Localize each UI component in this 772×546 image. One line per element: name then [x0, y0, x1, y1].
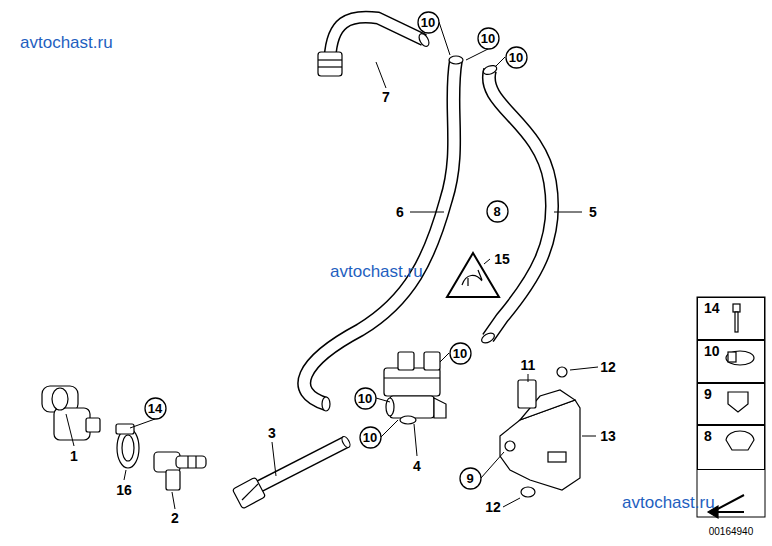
part-number: 6 — [396, 204, 404, 220]
legend-cell: 10 — [697, 340, 765, 383]
part-number: 7 — [382, 89, 390, 105]
diagram-code: 00164940 — [709, 526, 754, 537]
callout-number: 10 — [477, 31, 500, 46]
part-number: 4 — [413, 458, 421, 474]
callout-circle: 10 — [417, 11, 440, 34]
callout-number: 10 — [417, 15, 440, 30]
legend-cell: 8 — [697, 425, 765, 470]
callout-number: 9 — [459, 471, 482, 486]
part-number: 1 — [70, 448, 78, 464]
callout-number: 8 — [698, 426, 764, 444]
watermark: avtochast.ru — [622, 493, 715, 513]
part-number: 12 — [600, 359, 616, 375]
callout-number: 8 — [486, 204, 509, 219]
part-number: 5 — [589, 204, 597, 220]
legend-cell: 9 — [697, 383, 765, 425]
callout-circle: 10 — [359, 426, 382, 449]
watermark: avtochast.ru — [330, 262, 423, 282]
callout-circle: 14 — [144, 397, 167, 420]
legend-cell: 14 — [697, 297, 765, 340]
callout-number: 9 — [698, 384, 764, 402]
part-number: 16 — [116, 482, 132, 498]
callout-circle: 10 — [354, 387, 377, 410]
callout-circle: 10 — [477, 27, 500, 50]
callout-circle: 9 — [459, 467, 482, 490]
part-number: 15 — [494, 251, 510, 267]
part-number: 2 — [171, 510, 179, 526]
callout-circle: 10 — [449, 342, 472, 365]
part-number: 12 — [485, 499, 501, 515]
part-number: 11 — [521, 357, 536, 373]
callout-number: 14 — [698, 298, 764, 316]
callout-number: 10 — [505, 50, 528, 65]
callout-number: 10 — [354, 391, 377, 406]
callout-number: 10 — [449, 346, 472, 361]
callout-circle: 8 — [486, 200, 509, 223]
callout-circle: 10 — [505, 46, 528, 69]
part-number: 3 — [268, 425, 276, 441]
callout-number: 10 — [698, 341, 764, 359]
watermark: avtochast.ru — [20, 33, 113, 53]
callout-number: 14 — [144, 401, 167, 416]
part-number: 13 — [600, 428, 616, 444]
callout-number: 10 — [359, 430, 382, 445]
